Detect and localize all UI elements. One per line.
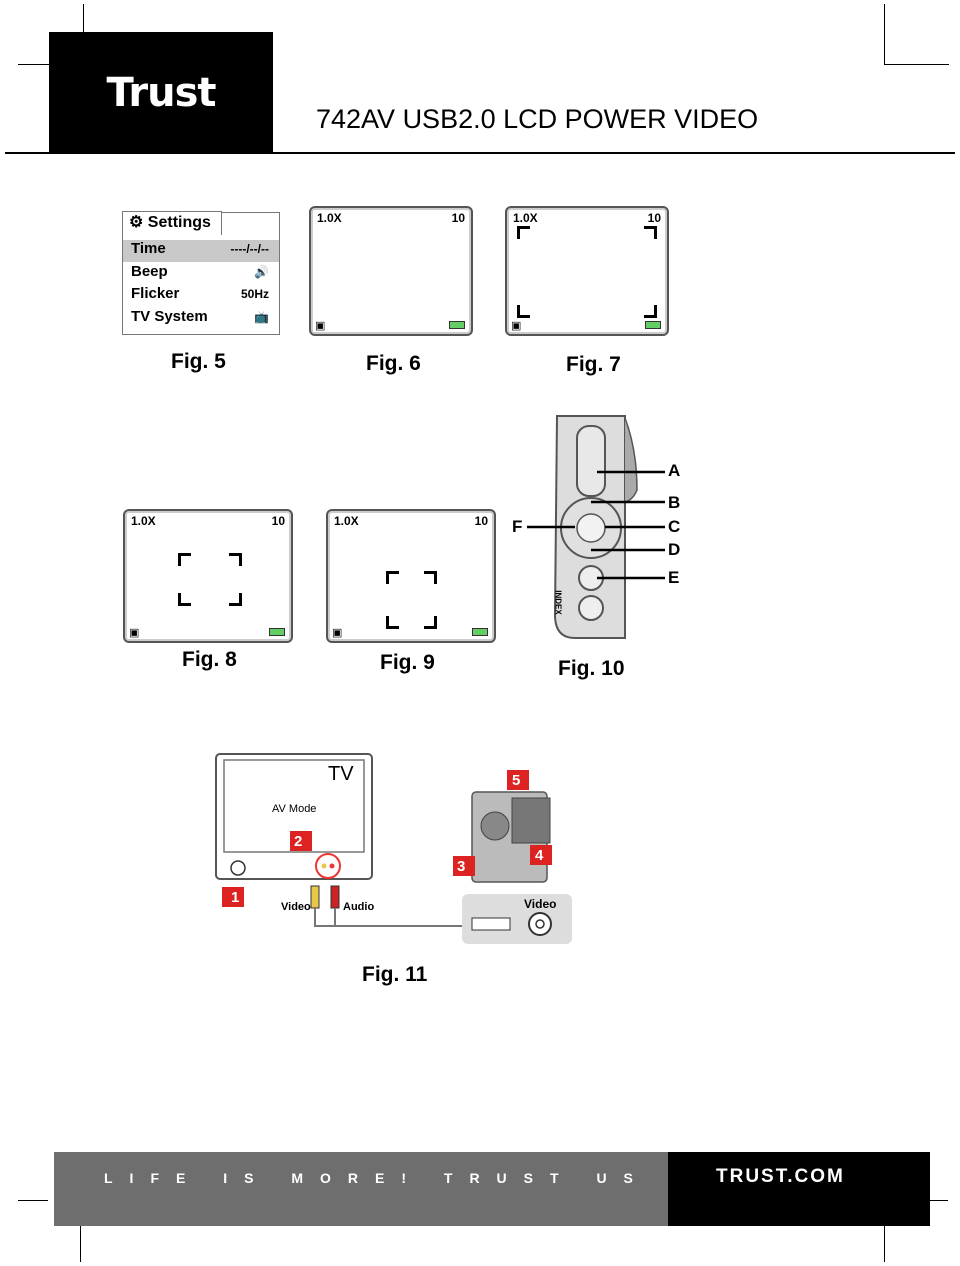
frame-corner xyxy=(424,571,437,584)
footer-slogan: LIFE IS MORE! TRUST US xyxy=(104,1170,650,1186)
frame-corner xyxy=(644,305,657,318)
row-value: 50Hz xyxy=(240,287,269,301)
frame-corner xyxy=(229,593,242,606)
trust-logo: Trust xyxy=(49,32,273,154)
callout-a: A xyxy=(668,461,681,480)
frame-corner xyxy=(229,553,242,566)
fig-11-label: Fig. 11 xyxy=(362,963,428,986)
crop-mark xyxy=(884,1226,885,1262)
crop-mark xyxy=(18,1200,48,1201)
gear-icon: ⚙ xyxy=(129,214,144,231)
frame-corner xyxy=(386,616,399,629)
fig-5-label: Fig. 5 xyxy=(171,350,226,373)
camera-mode-icon: ▣ xyxy=(511,320,522,332)
settings-menu: ⚙ Settings Time ----/--/-- Beep 🔊 Flicke… xyxy=(122,211,280,335)
zoom-readout: 1.0X xyxy=(334,514,359,528)
frame-corner xyxy=(517,305,530,318)
settings-row-flicker: Flicker 50Hz xyxy=(123,285,279,307)
index-label: INDEX xyxy=(553,590,563,615)
page-title: 742AV USB2.0 LCD POWER VIDEO xyxy=(316,104,759,134)
frame-corner xyxy=(386,571,399,584)
shot-count: 10 xyxy=(451,211,465,225)
step-2-badge: 2 xyxy=(294,833,303,850)
callout-f: F xyxy=(512,517,523,536)
row-label: Time xyxy=(131,240,166,257)
fig-8-label: Fig. 8 xyxy=(182,648,237,671)
camera-mode-icon: ▣ xyxy=(129,627,140,639)
fig-9-label: Fig. 9 xyxy=(380,651,435,674)
settings-title: Settings xyxy=(147,214,211,231)
tv-connection-diagram xyxy=(215,753,572,944)
video-port-label: Video xyxy=(524,897,557,911)
row-label: Beep xyxy=(131,263,168,280)
fig-6-label: Fig. 6 xyxy=(366,352,421,375)
shot-count: 10 xyxy=(271,514,285,528)
row-label: Flicker xyxy=(131,285,180,302)
step-5-badge: 5 xyxy=(512,772,521,789)
video-cable-label: Video xyxy=(281,901,311,913)
lcd-screen-fig9: 1.0X 10 ▣ xyxy=(326,509,496,643)
settings-row-beep: Beep 🔊 xyxy=(123,263,279,285)
logo-text: Trust xyxy=(106,70,216,116)
frame-corner xyxy=(178,593,191,606)
frame-corner xyxy=(517,226,530,239)
settings-row-tv-system: TV System 📺 xyxy=(123,308,279,330)
callout-c: C xyxy=(668,517,681,536)
shot-count: 10 xyxy=(647,211,661,225)
battery-icon xyxy=(472,628,488,636)
lcd-screen-fig8: 1.0X 10 ▣ xyxy=(123,509,293,643)
speaker-icon: 🔊 xyxy=(254,265,269,279)
fig-10-label: Fig. 10 xyxy=(558,657,625,680)
row-label: TV System xyxy=(131,308,208,325)
settings-row-time: Time ----/--/-- xyxy=(123,240,279,262)
row-value: ----/--/-- xyxy=(230,242,269,256)
zoom-readout: 1.0X xyxy=(317,211,342,225)
crop-mark xyxy=(884,4,885,64)
audio-cable-label: Audio xyxy=(343,901,375,913)
camera-mode-icon: ▣ xyxy=(315,320,326,332)
zoom-readout: 1.0X xyxy=(131,514,156,528)
settings-tab: ⚙ Settings xyxy=(122,211,222,235)
frame-corner xyxy=(644,226,657,239)
frame-corner xyxy=(178,553,191,566)
step-4-badge: 4 xyxy=(535,847,544,864)
av-mode-label: AV Mode xyxy=(272,803,317,815)
camera-controls-diagram xyxy=(527,415,665,639)
camera-mode-icon: ▣ xyxy=(332,627,343,639)
tv-system-icon: 📺 xyxy=(254,310,269,324)
battery-icon xyxy=(645,321,661,329)
step-3-badge: 3 xyxy=(457,858,466,875)
zoom-readout: 1.0X xyxy=(513,211,538,225)
lcd-screen-fig6: 1.0X 10 ▣ xyxy=(309,206,473,336)
crop-mark xyxy=(884,64,949,65)
battery-icon xyxy=(269,628,285,636)
lcd-screen-fig7: 1.0X 10 ▣ xyxy=(505,206,669,336)
fig-7-label: Fig. 7 xyxy=(566,353,621,376)
footer-banner: LIFE IS MORE! TRUST US TRUST.COM xyxy=(54,1152,930,1226)
footer-url-box: TRUST.COM xyxy=(668,1152,930,1226)
header-rule xyxy=(5,152,955,154)
callout-e: E xyxy=(668,568,680,587)
frame-corner xyxy=(424,616,437,629)
crop-mark xyxy=(930,1200,948,1201)
crop-mark xyxy=(80,1226,81,1262)
tv-label: TV xyxy=(328,763,354,785)
callout-d: D xyxy=(668,540,681,559)
shot-count: 10 xyxy=(474,514,488,528)
callout-b: B xyxy=(668,493,681,512)
footer-url: TRUST.COM xyxy=(716,1166,845,1187)
battery-icon xyxy=(449,321,465,329)
step-1-badge: 1 xyxy=(231,889,240,906)
